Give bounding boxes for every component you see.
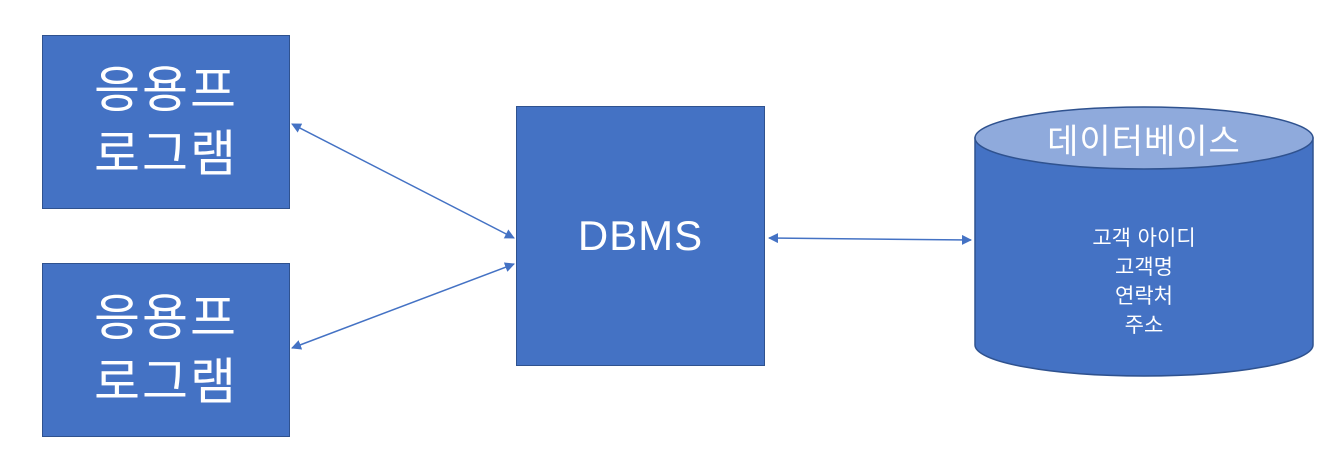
database-title: 데이터베이스 — [1047, 121, 1241, 162]
database-field: 고객명 — [1115, 255, 1173, 279]
dbms-label: DBMS — [577, 212, 704, 259]
arrow-app2-dbms — [291, 262, 515, 350]
dbms-box: DBMS — [516, 106, 765, 366]
application-label-2: 응용프 로그램 — [94, 289, 238, 411]
application-label-1: 응용프 로그램 — [94, 61, 238, 183]
database-field: 주소 — [1124, 313, 1164, 337]
arrow-dbms-database — [768, 233, 972, 245]
database-field: 연락처 — [1115, 284, 1173, 308]
database-top — [974, 106, 1314, 170]
database-fields: 고객 아이디 고객명 연락처 주소 — [975, 224, 1313, 340]
database-field: 고객 아이디 — [1092, 226, 1196, 250]
application-box-2: 응용프 로그램 — [42, 263, 290, 437]
database-cylinder — [974, 106, 1314, 377]
arrow-app1-dbms — [291, 123, 515, 239]
application-box-1: 응용프 로그램 — [42, 35, 290, 209]
